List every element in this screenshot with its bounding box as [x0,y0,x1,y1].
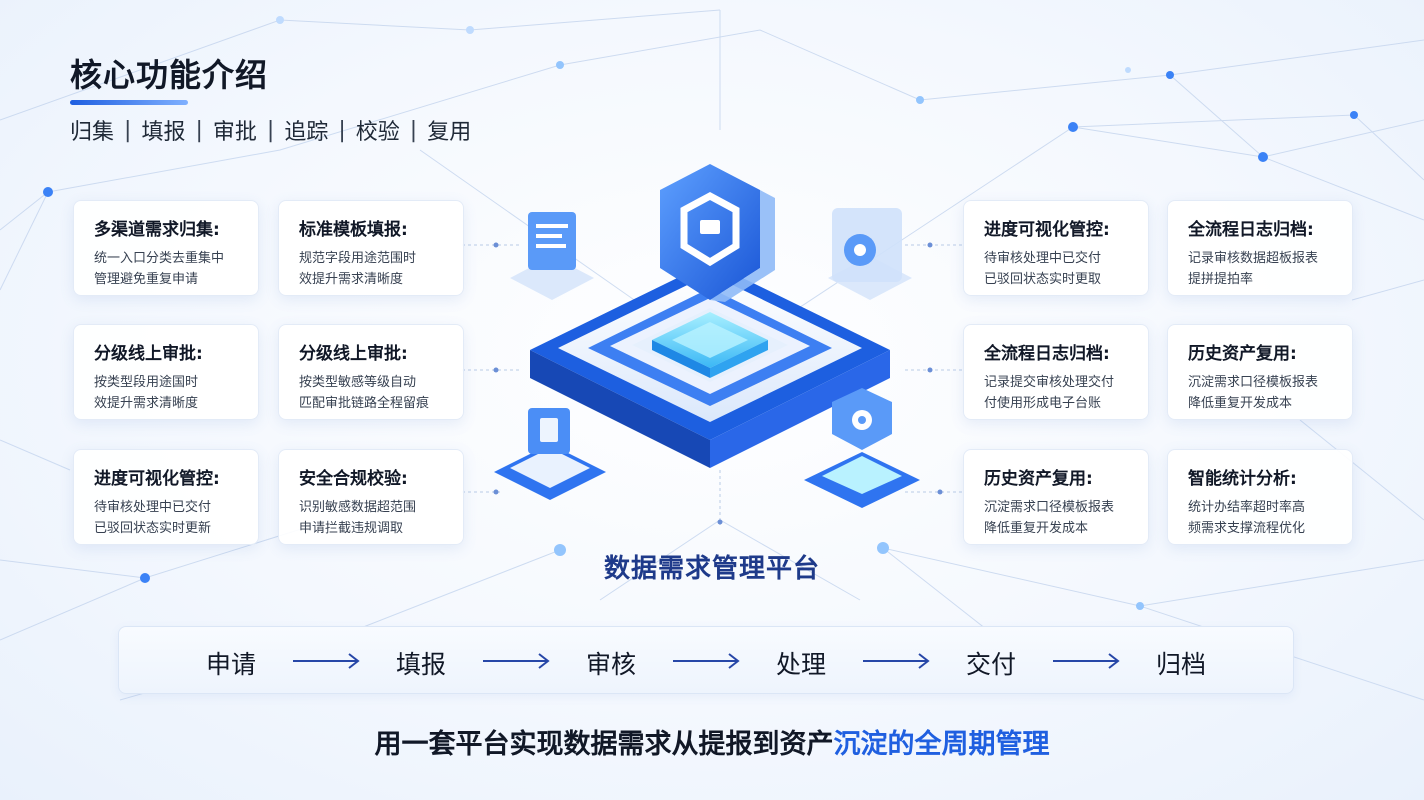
settings-cube-icon [804,388,920,508]
card-title: 分级线上审批: [94,344,203,364]
card-title: 分级线上审批: [299,344,408,364]
card-desc-line: 频需求支撑流程优化 [1188,521,1306,536]
card-desc-line: 申请拦截违规调取 [299,521,404,536]
flow-step-process: 处理 [775,650,826,679]
tagline-separator: | [266,117,275,143]
card-desc-line: 已驳回状态实时更新 [94,521,212,536]
tagline-separator: | [195,117,203,143]
feature-card-multichannel-collection: 多渠道需求归集: 统一入口分类去重集中 管理避免重复申请 [73,200,259,296]
slogan: 用一套平台实现数据需求从提报到资产沉淀的全周期管理 [0,722,1424,761]
feature-card-template-filling: 标准模板填报: 规范字段用途范围时 效提升需求清晰度 [278,200,464,296]
tagline-item: 校验 [355,120,400,145]
feature-card-log-archive-2: 全流程日志归档: 记录提交审核处理交付 付使用形成电子台账 [963,324,1149,420]
card-desc-line: 记录提交审核处理交付 [984,375,1115,390]
card-title: 全流程日志归档: [984,344,1110,364]
title-underline [70,100,188,105]
flow-step-apply: 申请 [205,650,256,679]
tagline-item: 归集 [70,120,115,145]
tagline: 归集 | 填报 | 审批 | 追踪 | 校验 | 复用 [70,114,471,146]
card-desc-line: 已驳回状态实时更取 [984,272,1102,287]
flow-step-review: 审核 [585,650,636,679]
arrow-right-icon [293,653,360,669]
card-title: 全流程日志归档: [1188,220,1314,240]
card-desc-line: 统一入口分类去重集中 [94,251,225,266]
platform-name: 数据需求管理平台 [603,554,820,584]
tagline-item: 审批 [212,120,257,145]
tagline-separator: | [124,117,132,143]
gear-icon [828,208,912,300]
feature-card-tiered-approval: 分级线上审批: 按类型段用途国时 效提升需求清晰度 [73,324,259,420]
flow-step-fill: 填报 [395,650,446,679]
card-desc-line: 降低重复开发成本 [984,521,1089,536]
tagline-item: 填报 [141,120,186,145]
card-desc-line: 待审核处理中已交付 [94,500,212,515]
feature-card-progress-visualization: 进度可视化管控: 待审核处理中已交付 已驳回状态实时更新 [73,449,259,545]
card-desc-line: 降低重复开发成本 [1188,396,1293,411]
arrow-right-icon [483,653,550,669]
document-icon [510,212,594,300]
card-desc-line: 待审核处理中已交付 [984,251,1102,266]
card-title: 历史资产复用: [1188,344,1297,364]
tagline-item: 复用 [427,120,472,145]
flow-step-archive: 归档 [1155,650,1206,679]
card-desc-line: 按类型敏感等级自动 [299,375,417,390]
arrow-right-icon [1053,653,1120,669]
page-title: 核心功能介绍 [70,56,269,94]
card-desc-line: 效提升需求清晰度 [94,396,199,411]
card-desc-line: 管理避免重复申请 [94,272,199,287]
card-desc-line: 规范字段用途范围时 [299,251,417,266]
card-title: 历史资产复用: [984,469,1093,489]
tagline-item: 追踪 [284,120,329,145]
card-title: 进度可视化管控: [984,220,1110,240]
card-desc-line: 按类型段用途国时 [94,375,199,390]
platform-illustration [494,164,920,508]
card-desc-line: 沉淀需求口径模板报表 [984,500,1115,515]
feature-card-asset-reuse-2: 历史资产复用: 沉淀需求口径模板报表 降低重复开发成本 [963,449,1149,545]
flow-step-deliver: 交付 [965,650,1016,679]
card-desc-line: 识别敏感数据超范围 [299,500,417,515]
card-title: 多渠道需求归集: [94,220,220,240]
tagline-separator: | [338,117,346,143]
shield-icon [660,164,775,302]
feature-card-progress-visualization-right: 进度可视化管控: 待审核处理中已交付 已驳回状态实时更取 [963,200,1149,296]
slogan-highlight: 沉淀的全周期管理 [833,729,1050,760]
slogan-main: 用一套平台实现数据需求从提报到资产 [374,729,834,760]
card-title: 进度可视化管控: [94,469,220,489]
card-desc-line: 效提升需求清晰度 [299,272,404,287]
process-flow-bar: 申请 填报 审核 处理 交付 归档 [118,626,1294,694]
tagline-separator: | [409,117,418,143]
card-desc-line: 沉淀需求口径模板报表 [1188,375,1319,390]
card-title: 安全合规校验: [299,469,408,489]
file-icon [494,408,606,500]
feature-card-smart-statistics: 智能统计分析: 统计办结率超时率高 频需求支撑流程优化 [1167,449,1353,545]
feature-card-asset-reuse: 历史资产复用: 沉淀需求口径模板报表 降低重复开发成本 [1167,324,1353,420]
card-desc-line: 提拼提拍率 [1188,272,1254,287]
arrow-right-icon [863,653,930,669]
card-desc-line: 付使用形成电子台账 [984,396,1102,411]
card-desc-line: 匹配审批链路全程留痕 [299,396,430,411]
feature-card-log-archive: 全流程日志归档: 记录审核数据超板报表 提拼提拍率 [1167,200,1353,296]
card-title: 智能统计分析: [1188,469,1297,489]
card-title: 标准模板填报: [299,220,408,240]
card-desc-line: 统计办结率超时率高 [1188,500,1306,515]
feature-card-tiered-approval-2: 分级线上审批: 按类型敏感等级自动 匹配审批链路全程留痕 [278,324,464,420]
chip-icon [652,312,768,378]
arrow-right-icon [673,653,740,669]
card-desc-line: 记录审核数据超板报表 [1188,251,1319,266]
feature-card-compliance-check: 安全合规校验: 识别敏感数据超范围 申请拦截违规调取 [278,449,464,545]
